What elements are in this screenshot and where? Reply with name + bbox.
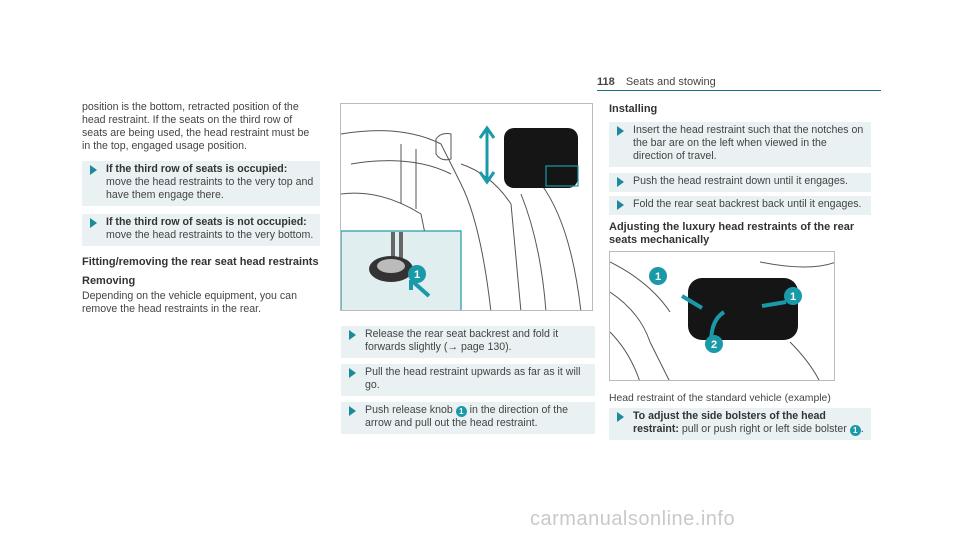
step-third-row-not-occupied: If the third row of seats is not occupie…: [82, 214, 320, 246]
page-header: 118 Seats and stowing: [597, 76, 716, 88]
intro-paragraph: position is the bottom, retracted positi…: [82, 101, 310, 152]
step-condition: To adjust the side bolsters of the head …: [633, 410, 826, 435]
page-number: 118: [597, 76, 615, 88]
callout-1: 1: [849, 425, 861, 436]
subsection-heading: Removing: [82, 275, 136, 287]
step-third-row-occupied: If the third row of seats is occupied: m…: [82, 161, 320, 206]
step-text: move the head restraints to the very top…: [106, 176, 314, 201]
step-arrow-icon: [349, 330, 356, 340]
callout-1-right: 1: [790, 291, 796, 303]
step-arrow-icon: [617, 412, 624, 422]
step-condition: If the third row of seats is occupied:: [106, 163, 288, 175]
step-text: pull or push right or left side bolster: [678, 423, 850, 435]
step-condition: If the third row of seats is not occupie…: [106, 216, 307, 228]
step-push-release-knob: Push release knob 1 in the direction of …: [341, 402, 595, 434]
head-restraint-removal-illustration: 1: [341, 125, 582, 310]
step-arrow-icon: [90, 218, 97, 228]
step-arrow-icon: [349, 406, 356, 416]
figure-luxury-head-restraint: 1 1 2: [609, 251, 835, 381]
adjusting-heading: Adjusting the luxury head restraints of …: [609, 221, 855, 246]
callout-2: 2: [711, 339, 717, 351]
step-text: Push the head restraint down until it en…: [633, 175, 848, 187]
step-release-backrest: Release the rear seat backrest and fold …: [341, 326, 595, 358]
section-heading: Fitting/removing the rear seat head rest…: [82, 256, 319, 268]
callout-1: 1: [455, 406, 467, 417]
watermark: carmanualsonline.info: [530, 508, 736, 530]
step-text: .: [860, 423, 864, 435]
installing-heading: Installing: [609, 103, 658, 115]
step-push-down: Push the head restraint down until it en…: [609, 173, 871, 192]
step-arrow-icon: [617, 177, 624, 187]
header-divider: [597, 90, 881, 91]
step-arrow-icon: [617, 126, 624, 136]
step-arrow-icon: [349, 368, 356, 378]
column-left: position is the bottom, retracted positi…: [82, 101, 320, 316]
step-text: Fold the rear seat backrest back until i…: [633, 198, 862, 210]
step-text: Insert the head restraint such that the …: [633, 124, 864, 162]
step-fold-backrest: Fold the rear seat backrest back until i…: [609, 196, 871, 215]
callout-1: 1: [414, 269, 420, 281]
step-pull-restraint: Pull the head restraint upwards as far a…: [341, 364, 595, 396]
figure-head-restraint-removal: 1: [340, 103, 593, 311]
removing-paragraph: Depending on the vehicle equipment, you …: [82, 290, 297, 315]
column-right-bottom: To adjust the side bolsters of the head …: [609, 408, 871, 444]
step-arrow-icon: [617, 200, 624, 210]
step-insert-restraint: Insert the head restraint such that the …: [609, 122, 871, 167]
step-text: in the direction of the arrow and pull o…: [365, 404, 568, 429]
step-adjust-side-bolsters: To adjust the side bolsters of the head …: [609, 408, 871, 440]
section-title: Seats and stowing: [625, 76, 716, 88]
step-arrow-icon: [90, 165, 97, 175]
column-middle: Release the rear seat backrest and fold …: [341, 326, 595, 438]
step-text: move the head restraints to the very bot…: [106, 229, 314, 241]
step-text: Push release knob: [365, 404, 456, 416]
step-text: Pull the head restraint upwards as far a…: [365, 366, 581, 391]
step-text: Release the rear seat backrest and fold …: [365, 328, 559, 353]
column-right: Installing Insert the head restraint suc…: [609, 103, 871, 249]
figure-caption: Head restraint of the standard vehicle (…: [609, 393, 831, 404]
luxury-head-restraint-illustration: 1 1 2: [610, 261, 834, 380]
callout-1-left: 1: [655, 271, 661, 283]
